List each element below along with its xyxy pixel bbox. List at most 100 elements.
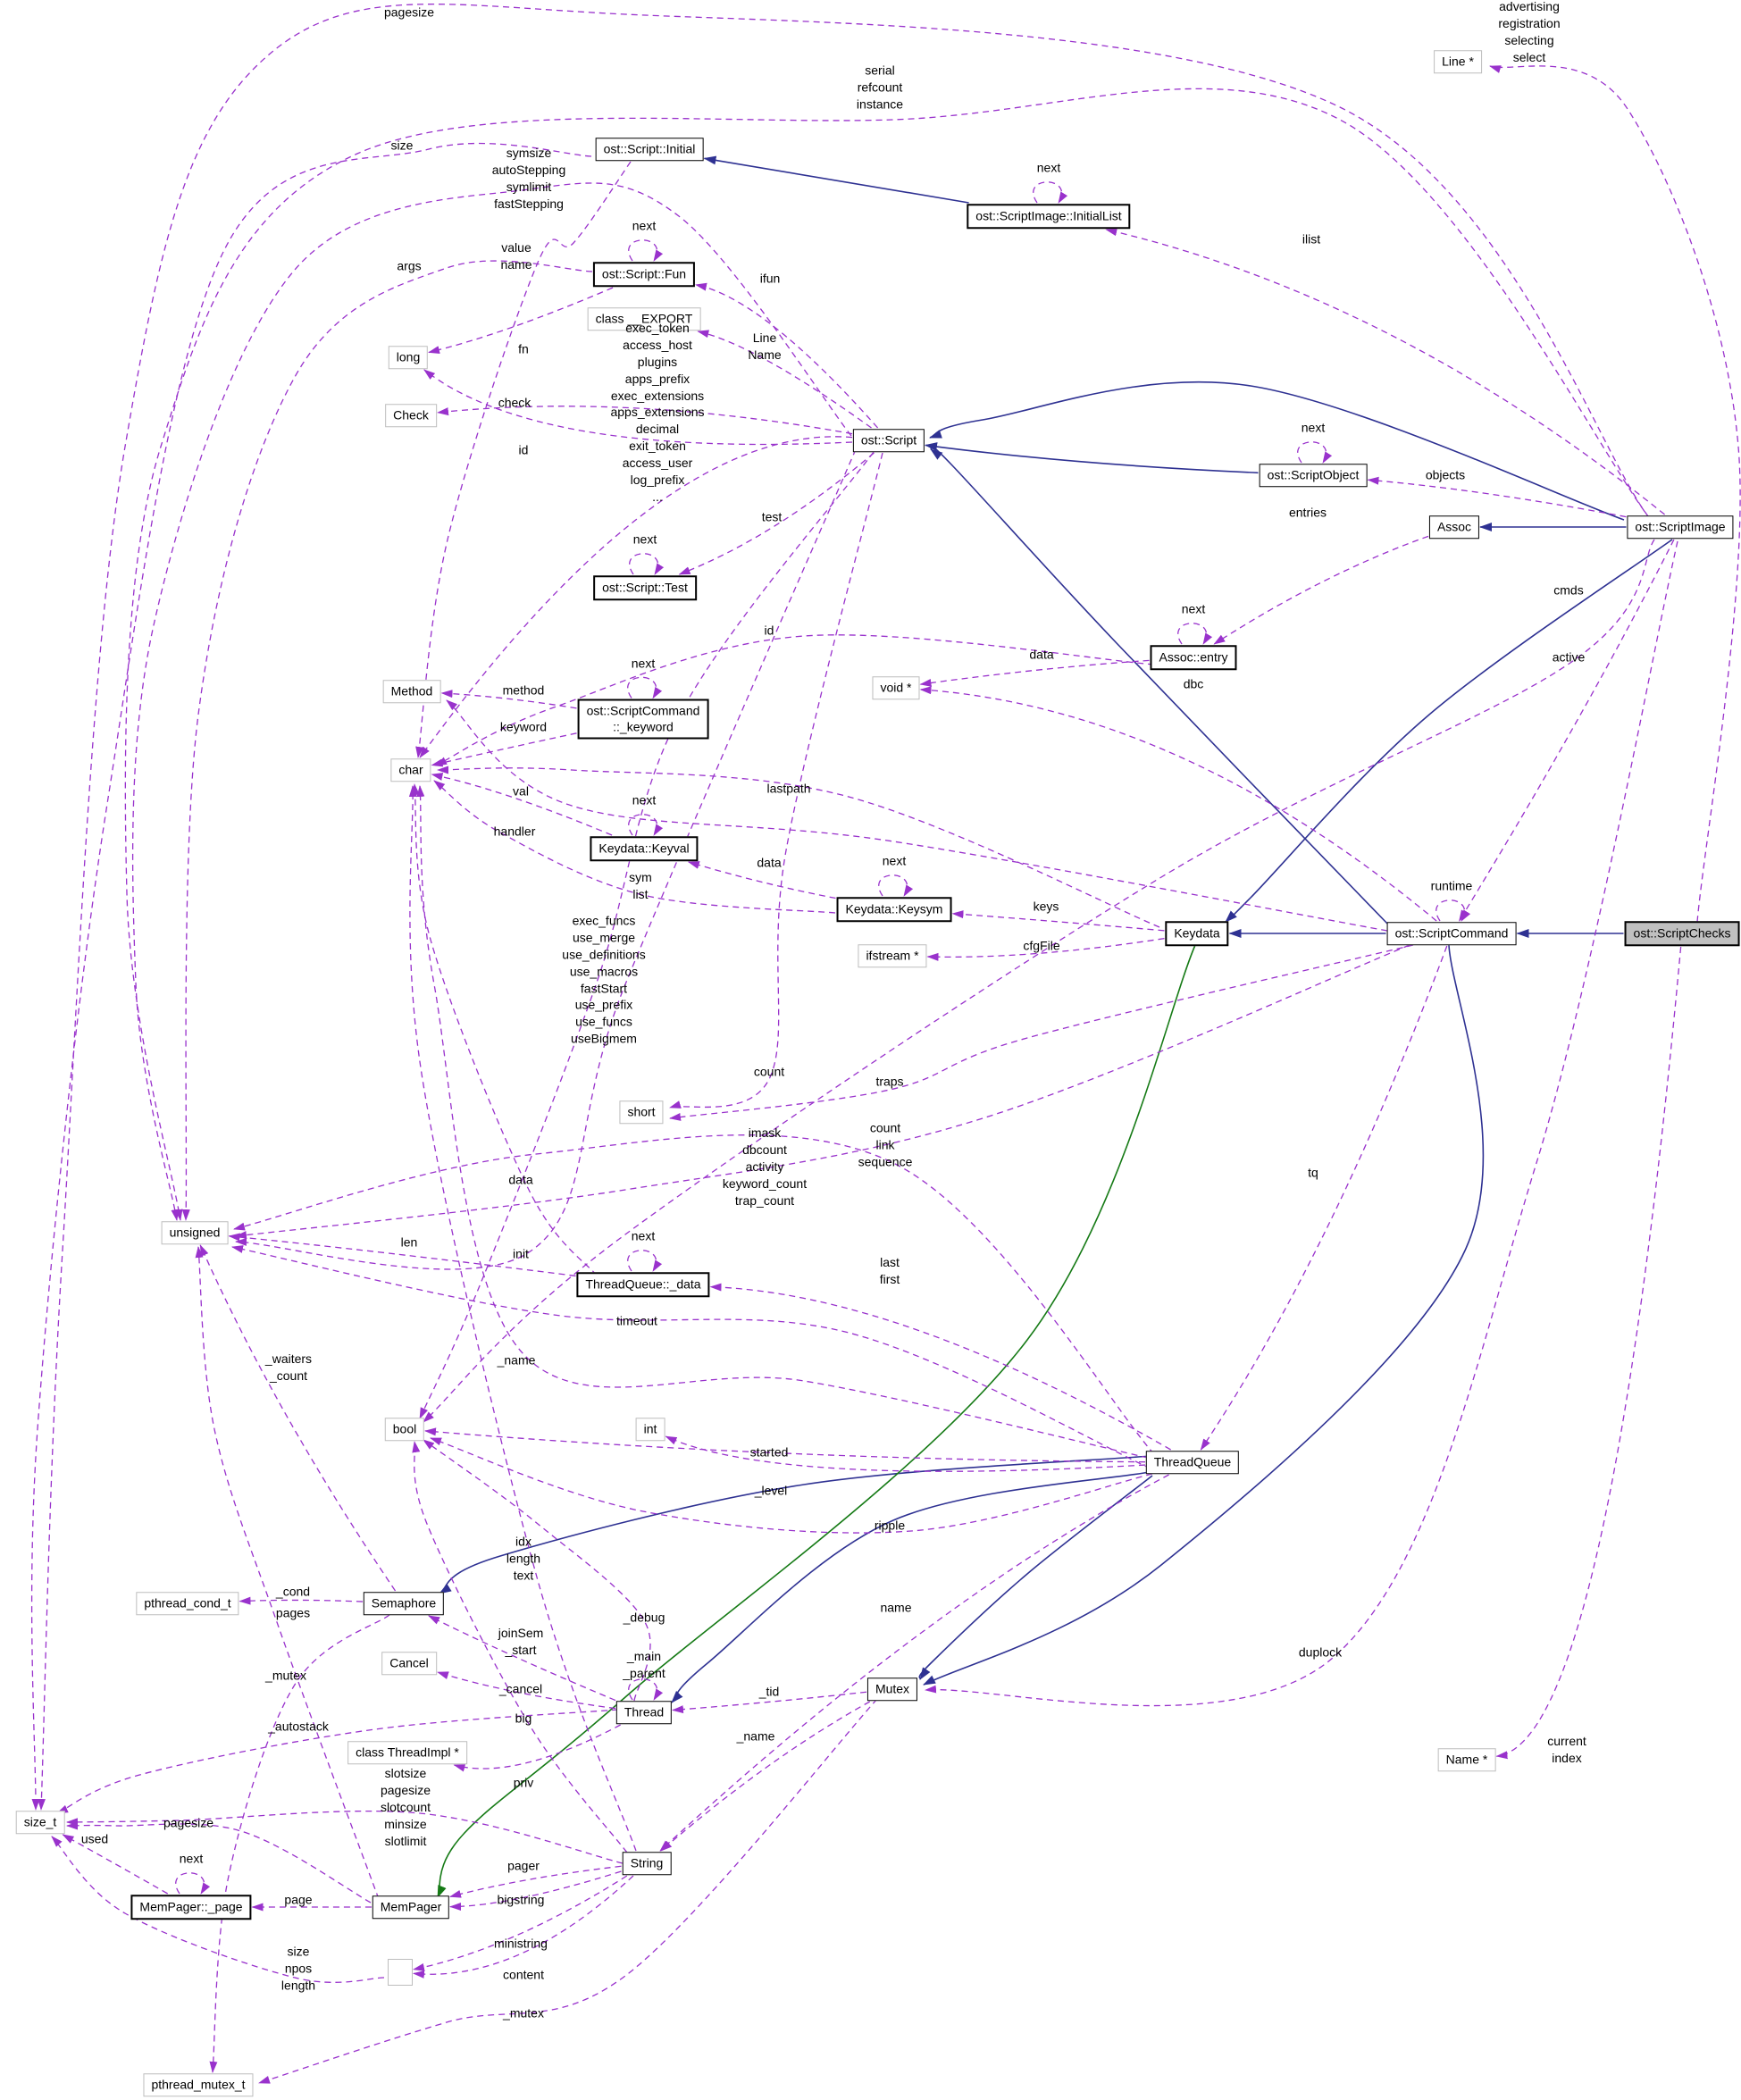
edge-thread-cancel [437,1671,616,1710]
edge-script-shortbox [669,452,883,1109]
edge-threadqueue-semaphore [439,1455,1151,1594]
edge-keysym-charbox [433,780,836,914]
edge-stringbox-charbox [408,785,637,1852]
edge-scriptimage-boolbox [423,539,1655,1423]
node-initial[interactable]: ost::Script::Initial [595,138,704,161]
edge-stringbox-emptybox [413,1875,634,1979]
self-loop-initiallist [1033,181,1068,204]
self-loop-keywordnode [627,676,663,699]
node-test[interactable]: ost::Script::Test [593,575,697,600]
edge-thread-semaphore [428,1615,616,1702]
edge-threadqueue-boolbox [424,1427,1146,1463]
node-fun[interactable]: ost::Script::Fun [592,262,696,287]
edge-threadqueue-stringbox [659,1474,1169,1852]
edge-stringbox-emptybox [413,1875,628,1971]
edge-script-fun [695,282,879,429]
edge-scriptchecks-nameptr [1495,946,1682,1760]
edge-keydata-charbox [437,766,1160,928]
node-semaphore[interactable]: Semaphore [363,1592,445,1615]
edge-stringbox-mempager [449,1870,622,1911]
edge-mempager-sizet [66,1821,372,1903]
self-loop-assocentry [1177,623,1213,645]
node-voidptr: void * [872,676,920,699]
node-thread[interactable]: Thread [615,1701,673,1724]
node-keydata[interactable]: Keydata [1165,921,1229,946]
edge-mutex-mutext [258,1698,878,2084]
node-mempager[interactable]: MemPager [372,1895,450,1919]
edge-scriptimage-keydata [1225,539,1673,923]
edge-scriptimage-scriptcommand [1459,539,1675,922]
node-emptybox [388,1959,413,1986]
node-lineptr: Line * [1434,50,1482,73]
node-nameptr: Name * [1437,1748,1496,1771]
edge-mutex-stringbox [660,1701,871,1852]
node-intbox: int [635,1418,665,1441]
node-stringbox[interactable]: String [622,1852,672,1875]
edge-semaphore-condt [239,1596,364,1605]
node-threadimpl: class ThreadImpl * [347,1741,467,1764]
edge-scriptimage-sizet [37,3,1649,1811]
edge-scriptcommand-threadqueue [1200,945,1448,1451]
edge-script-charbox [419,436,853,758]
edge-scriptimage-mutex [925,540,1678,1707]
edge-initial-sizet [30,142,592,1811]
edge-keydata-ifstreamptr [926,937,1165,961]
node-method: Method [382,680,441,703]
edge-script-unsignedbox [131,182,852,1221]
node-sizet: size_t [15,1811,65,1834]
edge-fun-unsignedbox [181,260,593,1221]
edge-initial-charbox [415,161,632,758]
node-cancel: Cancel [381,1652,437,1675]
node-scriptchecks[interactable]: ost::ScriptChecks [1624,921,1740,946]
edge-script-boolbox [419,451,875,1419]
self-loop-pagenode [175,1872,211,1895]
edge-threadqueue-unsignedbox [231,1245,1151,1469]
edge-threadqueue-charbox [416,785,1149,1459]
edge-scriptimage-scriptobject [1367,476,1627,518]
self-loop-fun [628,239,664,262]
node-scriptcommand[interactable]: ost::ScriptCommand [1386,922,1517,945]
edge-script-longbox [423,369,853,446]
node-condt: pthread_cond_t [136,1592,239,1615]
node-longbox: long [388,346,429,369]
edge-semaphore-unsignedbox [199,1244,397,1592]
node-initiallist[interactable]: ost::ScriptImage::InitialList [967,204,1131,229]
edge-scriptobject-script [925,442,1259,474]
edge-thread-boolbox [423,1439,651,1702]
edge-threadqueue-tqdata [709,1283,1171,1451]
edge-scriptimage-script [929,381,1625,521]
edge-semaphore-mutext [209,1614,390,2073]
node-scriptimage[interactable]: ost::ScriptImage [1627,515,1734,539]
node-boolbox: bool [384,1418,425,1441]
edge-script-check [437,406,853,435]
edge-assoc-assocentry [1213,535,1429,645]
edge-script-export_ [697,330,872,429]
edge-assocentry-voidptr [919,659,1150,687]
node-ifstreamptr: ifstream * [858,944,927,967]
edge-keyval-charbox [431,773,613,836]
node-pagenode[interactable]: MemPager::_page [130,1895,252,1920]
node-keywordnode[interactable]: ost::ScriptCommand ::_keyword [577,699,709,740]
edge-threadqueue-intbox [665,1435,1146,1472]
node-charbox: char [390,758,431,782]
edge-threadqueue-mutex [918,1475,1153,1680]
edge-threadqueue-unsignedbox [233,1134,1155,1455]
edge-emptybox-sizet [51,1836,385,1983]
edge-scriptcommand-voidptr [919,686,1437,922]
edge-script-unsignedbox [235,448,857,1270]
node-keysym[interactable]: Keydata::Keysym [836,897,952,922]
node-tqdata[interactable]: ThreadQueue::_data [576,1272,710,1297]
edge-scriptcommand-mutex [923,944,1485,1686]
node-assoc[interactable]: Assoc [1428,515,1480,539]
edge-script-test [678,452,875,575]
node-assocentry[interactable]: Assoc::entry [1150,645,1237,670]
node-threadqueue[interactable]: ThreadQueue [1145,1451,1240,1474]
edge-fun-longbox [428,287,614,355]
node-mutex[interactable]: Mutex [866,1677,918,1701]
edge-tqdata-charbox [411,783,598,1276]
node-script[interactable]: ost::Script [852,429,925,452]
edge-scriptcommand-script [929,445,1390,926]
node-scriptobject[interactable]: ost::ScriptObject [1259,464,1368,487]
node-keyval[interactable]: Keydata::Keyval [590,836,699,861]
